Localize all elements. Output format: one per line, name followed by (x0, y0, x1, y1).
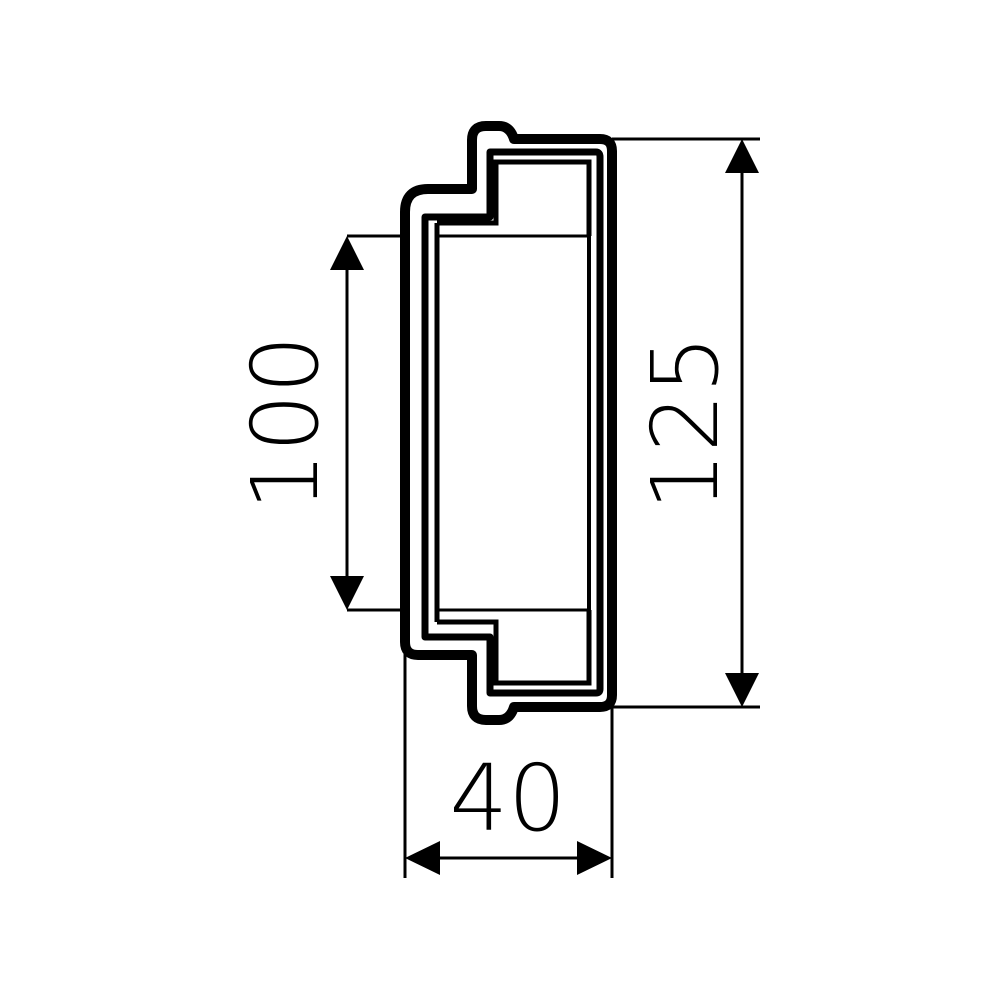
outer-height-arrow-top (725, 139, 759, 173)
depth-arrow-right (577, 841, 612, 875)
depth-arrow-left (405, 841, 440, 875)
depth-dimension: 40 (403, 642, 614, 878)
inner-height-dimension: 100 (232, 234, 405, 612)
inner-height-label: 100 (232, 335, 339, 511)
inner-chamber-top-step (437, 159, 592, 236)
outer-height-dimension: 125 (612, 137, 760, 709)
depth-label: 40 (449, 745, 566, 852)
duct-profile (400, 121, 617, 725)
inner-height-arrow-bottom (330, 576, 364, 610)
inner-height-arrow-top (330, 236, 364, 270)
inner-chamber-bottom-step (437, 610, 592, 686)
outer-height-label: 125 (632, 335, 739, 511)
profile-inner-wall (421, 148, 604, 697)
outer-height-arrow-bottom (725, 673, 759, 707)
